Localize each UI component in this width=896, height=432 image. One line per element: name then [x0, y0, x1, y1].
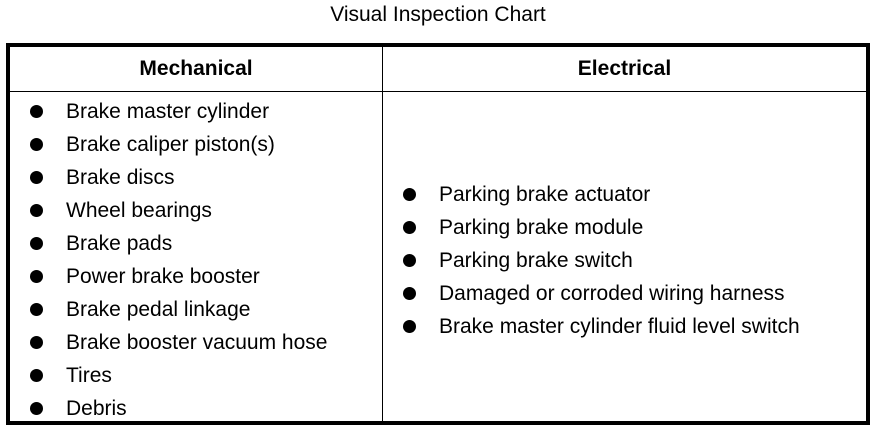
item-text: Brake master cylinder fluid level switch	[439, 315, 800, 338]
bullet-dot-icon	[30, 369, 43, 382]
bullet-dot-icon	[403, 254, 416, 267]
bullet-dot-icon	[403, 287, 416, 300]
bullet-dot-icon	[30, 270, 43, 283]
item-text: Brake caliper piston(s)	[66, 133, 275, 156]
bullet-dot-icon	[30, 303, 43, 316]
list-item: Power brake booster	[26, 260, 327, 293]
electrical-list: Parking brake actuator Parking brake mod…	[399, 178, 800, 343]
electrical-cell: Parking brake actuator Parking brake mod…	[399, 178, 800, 343]
list-item: Parking brake switch	[399, 244, 800, 277]
item-text: Brake pedal linkage	[66, 298, 251, 321]
column-divider	[382, 47, 383, 421]
item-text: Debris	[66, 397, 127, 420]
list-item: Brake discs	[26, 161, 327, 194]
mechanical-list: Brake master cylinder Brake caliper pist…	[26, 95, 327, 425]
list-item: Brake pads	[26, 227, 327, 260]
bullet-dot-icon	[30, 336, 43, 349]
item-text: Parking brake actuator	[439, 183, 651, 206]
list-item: Debris	[26, 392, 327, 425]
list-item: Wheel bearings	[26, 194, 327, 227]
bullet-dot-icon	[403, 188, 416, 201]
list-item: Brake caliper piston(s)	[26, 128, 327, 161]
mechanical-cell: Brake master cylinder Brake caliper pist…	[26, 95, 327, 425]
list-item: Damaged or corroded wiring harness	[399, 277, 800, 310]
bullet-dot-icon	[30, 105, 43, 118]
item-text: Damaged or corroded wiring harness	[439, 282, 785, 305]
inspection-table: Mechanical Electrical Brake master cylin…	[6, 43, 870, 425]
bullet-dot-icon	[30, 204, 43, 217]
list-item: Brake master cylinder fluid level switch	[399, 310, 800, 343]
item-text: Wheel bearings	[66, 199, 212, 222]
bullet-dot-icon	[30, 237, 43, 250]
list-item: Brake pedal linkage	[26, 293, 327, 326]
item-text: Parking brake module	[439, 216, 644, 239]
list-item: Tires	[26, 359, 327, 392]
item-text: Brake discs	[66, 166, 175, 189]
list-item: Parking brake module	[399, 211, 800, 244]
header-mechanical: Mechanical	[139, 57, 253, 80]
list-item: Brake booster vacuum hose	[26, 326, 327, 359]
list-item: Brake master cylinder	[26, 95, 327, 128]
item-text: Tires	[66, 364, 112, 387]
bullet-dot-icon	[403, 221, 416, 234]
header-electrical: Electrical	[577, 57, 672, 80]
bullet-dot-icon	[403, 320, 416, 333]
chart-title: Visual Inspection Chart	[330, 3, 546, 26]
bullet-dot-icon	[30, 138, 43, 151]
item-text: Parking brake switch	[439, 249, 633, 272]
item-text: Brake pads	[66, 232, 173, 255]
table-header-row: Mechanical Electrical	[10, 47, 866, 92]
list-item: Parking brake actuator	[399, 178, 800, 211]
item-text: Brake booster vacuum hose	[66, 331, 328, 354]
item-text: Power brake booster	[66, 265, 260, 288]
bullet-dot-icon	[30, 402, 43, 415]
bullet-dot-icon	[30, 171, 43, 184]
item-text: Brake master cylinder	[66, 100, 270, 123]
